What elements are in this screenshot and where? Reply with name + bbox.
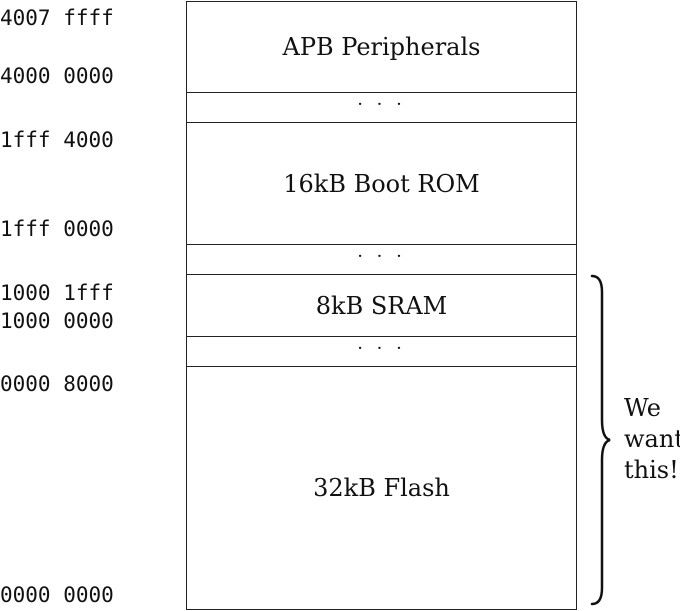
address-label: 1fff 4000 (0, 128, 114, 152)
brace-annotation: We want this! (624, 393, 680, 486)
brace-annotation-line: We (624, 394, 661, 422)
brace-annotation-line: want (624, 425, 680, 453)
address-label: 0000 0000 (0, 583, 114, 607)
flash-region: 32kB Flash (186, 367, 577, 610)
address-label: 1000 0000 (0, 309, 114, 333)
gap-region: · · · (186, 337, 577, 367)
address-label: 0000 8000 (0, 372, 114, 396)
brace-annotation-line: this! (624, 456, 679, 484)
apb-peripherals-region: APB Peripherals (186, 1, 577, 93)
curly-brace (590, 274, 611, 606)
gap-region: · · · (186, 245, 577, 275)
address-label: 1000 1fff (0, 281, 114, 305)
address-label: 4007 ffff (0, 6, 114, 30)
address-label: 4000 0000 (0, 64, 114, 88)
sram-region: 8kB SRAM (186, 275, 577, 337)
boot-rom-region: 16kB Boot ROM (186, 123, 577, 245)
gap-region: · · · (186, 93, 577, 123)
address-label: 1fff 0000 (0, 217, 114, 241)
